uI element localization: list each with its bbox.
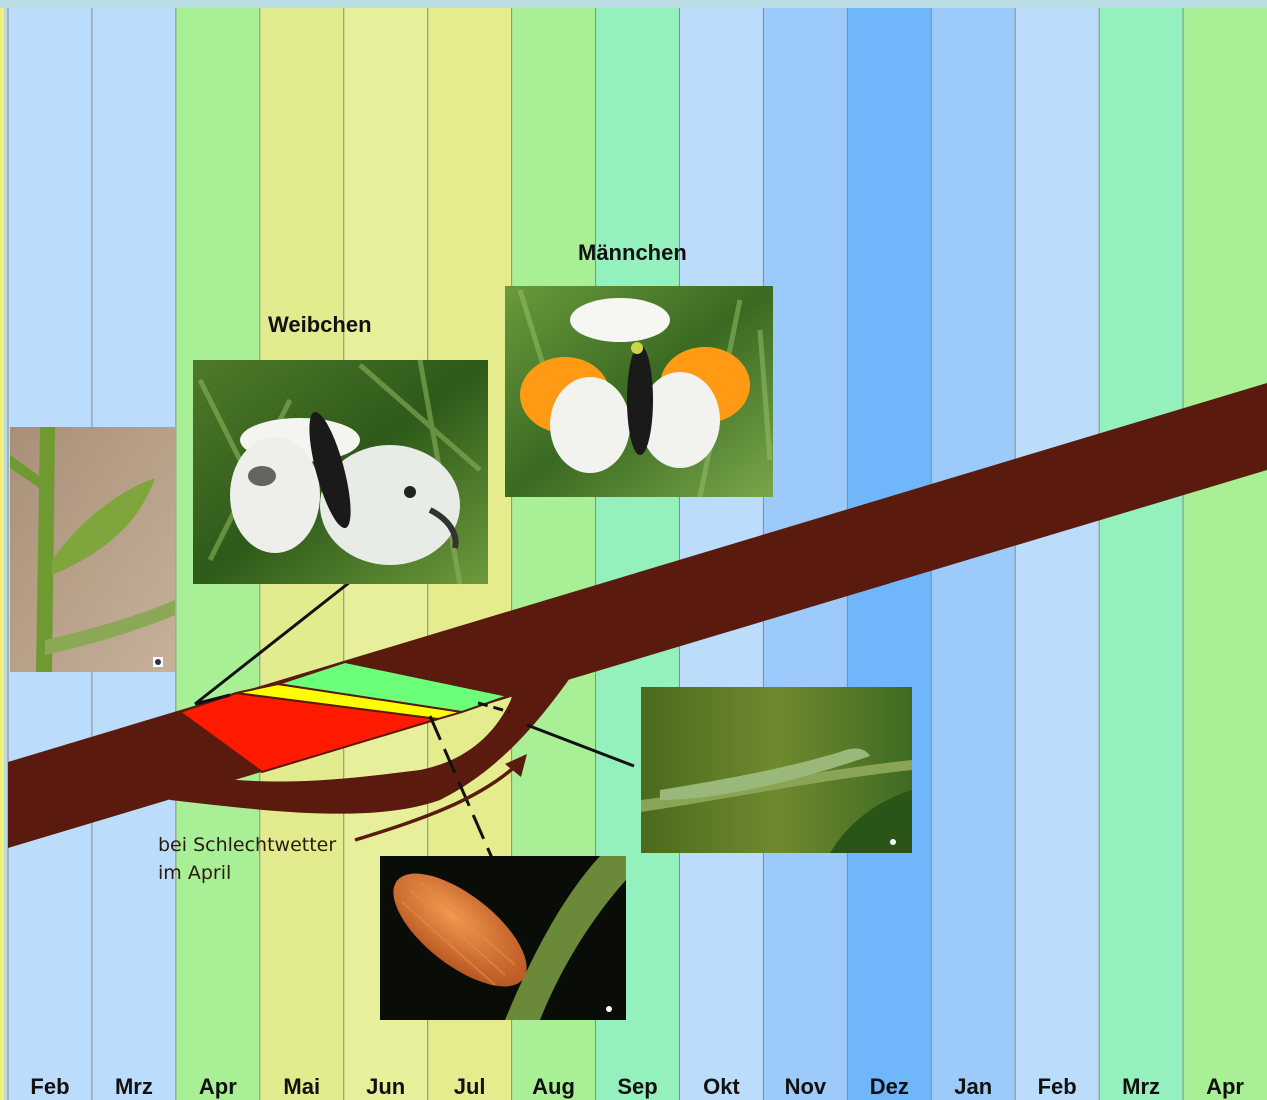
month-label: Jun bbox=[366, 1074, 405, 1099]
male-butterfly-photo bbox=[505, 286, 773, 497]
month-label: Jan bbox=[954, 1074, 992, 1099]
month-label: Apr bbox=[199, 1074, 237, 1099]
caterpillar-photo bbox=[641, 687, 912, 853]
month-label: Jul bbox=[454, 1074, 486, 1099]
month-label: Mrz bbox=[1122, 1074, 1160, 1099]
male-label: Männchen bbox=[578, 240, 687, 265]
month-labels: Feb Mrz Apr Mai Jun Jul Aug Sep Okt Nov Dez Jan Feb M… bbox=[30, 1074, 1244, 1099]
month-label: Dez bbox=[870, 1074, 909, 1099]
month-label: Mai bbox=[283, 1074, 320, 1099]
egg-photo bbox=[375, 853, 626, 1020]
month-label: Okt bbox=[703, 1074, 740, 1099]
left-edge bbox=[0, 8, 4, 1100]
month-label: Aug bbox=[532, 1074, 575, 1099]
month-label: Feb bbox=[30, 1074, 69, 1099]
female-butterfly-photo bbox=[193, 360, 488, 584]
month-column bbox=[1099, 8, 1183, 1100]
top-strip bbox=[0, 0, 1267, 8]
month-label: Nov bbox=[785, 1074, 827, 1099]
host-plant-photo bbox=[10, 427, 175, 672]
month-label: Mrz bbox=[115, 1074, 153, 1099]
month-column bbox=[1183, 8, 1267, 1100]
month-column bbox=[1015, 8, 1099, 1100]
bad-weather-note-line1: bei Schlechtwetter bbox=[158, 834, 336, 856]
month-label: Sep bbox=[617, 1074, 657, 1099]
month-label: Feb bbox=[1038, 1074, 1077, 1099]
month-label: Apr bbox=[1206, 1074, 1244, 1099]
bad-weather-note-line2: im April bbox=[158, 862, 231, 884]
female-label: Weibchen bbox=[268, 312, 372, 337]
